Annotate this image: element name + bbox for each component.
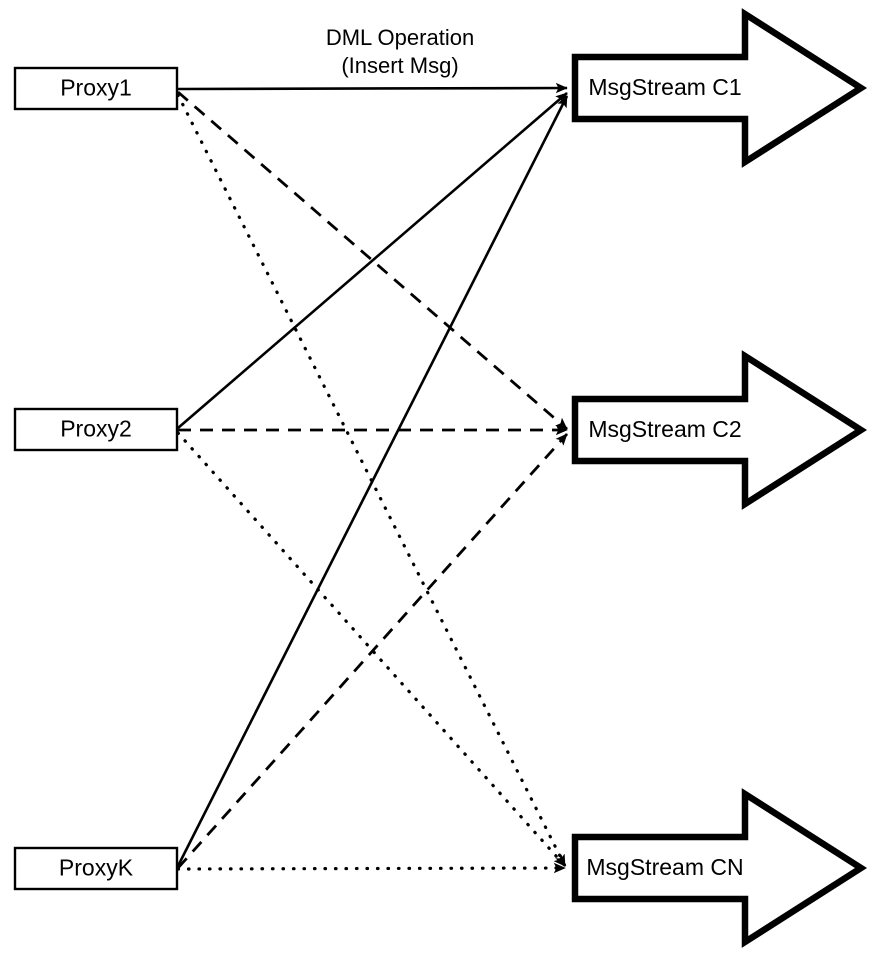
- msgstream-cn-label: MsgStream CN: [586, 854, 743, 880]
- dml-operation-label-line2: (Insert Msg): [341, 53, 458, 78]
- proxy1-label: Proxy1: [60, 75, 132, 101]
- msgstream-c1-arrow-shape[interactable]: [571, 8, 868, 168]
- node-proxy2[interactable]: Proxy2: [13, 407, 179, 452]
- proxyk-label: ProxyK: [59, 855, 134, 881]
- dml-operation-label-line1: DML Operation: [326, 25, 474, 50]
- msgstream-c1-label: MsgStream C1: [588, 74, 741, 100]
- connection-proxyk-cn[interactable]: [176, 862, 567, 874]
- node-msgstream-c2[interactable]: MsgStream C2: [571, 350, 868, 510]
- node-msgstream-cn[interactable]: MsgStream CN: [571, 788, 868, 948]
- msgstream-nodes-layer: MsgStream C1 MsgStream C2 MsgStream CN: [571, 8, 868, 948]
- node-proxy1[interactable]: Proxy1: [13, 66, 179, 111]
- connections-layer: [176, 82, 569, 874]
- proxy2-box[interactable]: [13, 407, 179, 452]
- connection-proxyk-c1[interactable]: [176, 95, 569, 867]
- proxy2-label: Proxy2: [60, 416, 132, 442]
- msgstream-c2-label: MsgStream C2: [588, 416, 741, 442]
- msgstream-cn-arrow-shape[interactable]: [571, 788, 868, 948]
- node-msgstream-c1[interactable]: MsgStream C1: [571, 8, 868, 168]
- proxy-nodes-layer: Proxy1 Proxy2 ProxyK: [13, 66, 179, 891]
- connection-proxy2-cn[interactable]: [176, 431, 567, 868]
- proxy1-box[interactable]: [13, 66, 179, 111]
- connection-proxyk-c2[interactable]: [176, 433, 569, 869]
- msgstream-c2-arrow-shape[interactable]: [571, 350, 868, 510]
- node-proxyk[interactable]: ProxyK: [13, 846, 179, 891]
- connection-proxy1-c2[interactable]: [177, 90, 568, 431]
- dml-operation-label: DML Operation (Insert Msg): [326, 25, 474, 78]
- connection-proxy2-c1[interactable]: [177, 92, 568, 429]
- connection-proxy1-c1[interactable]: [177, 82, 568, 94]
- proxyk-box[interactable]: [13, 846, 179, 891]
